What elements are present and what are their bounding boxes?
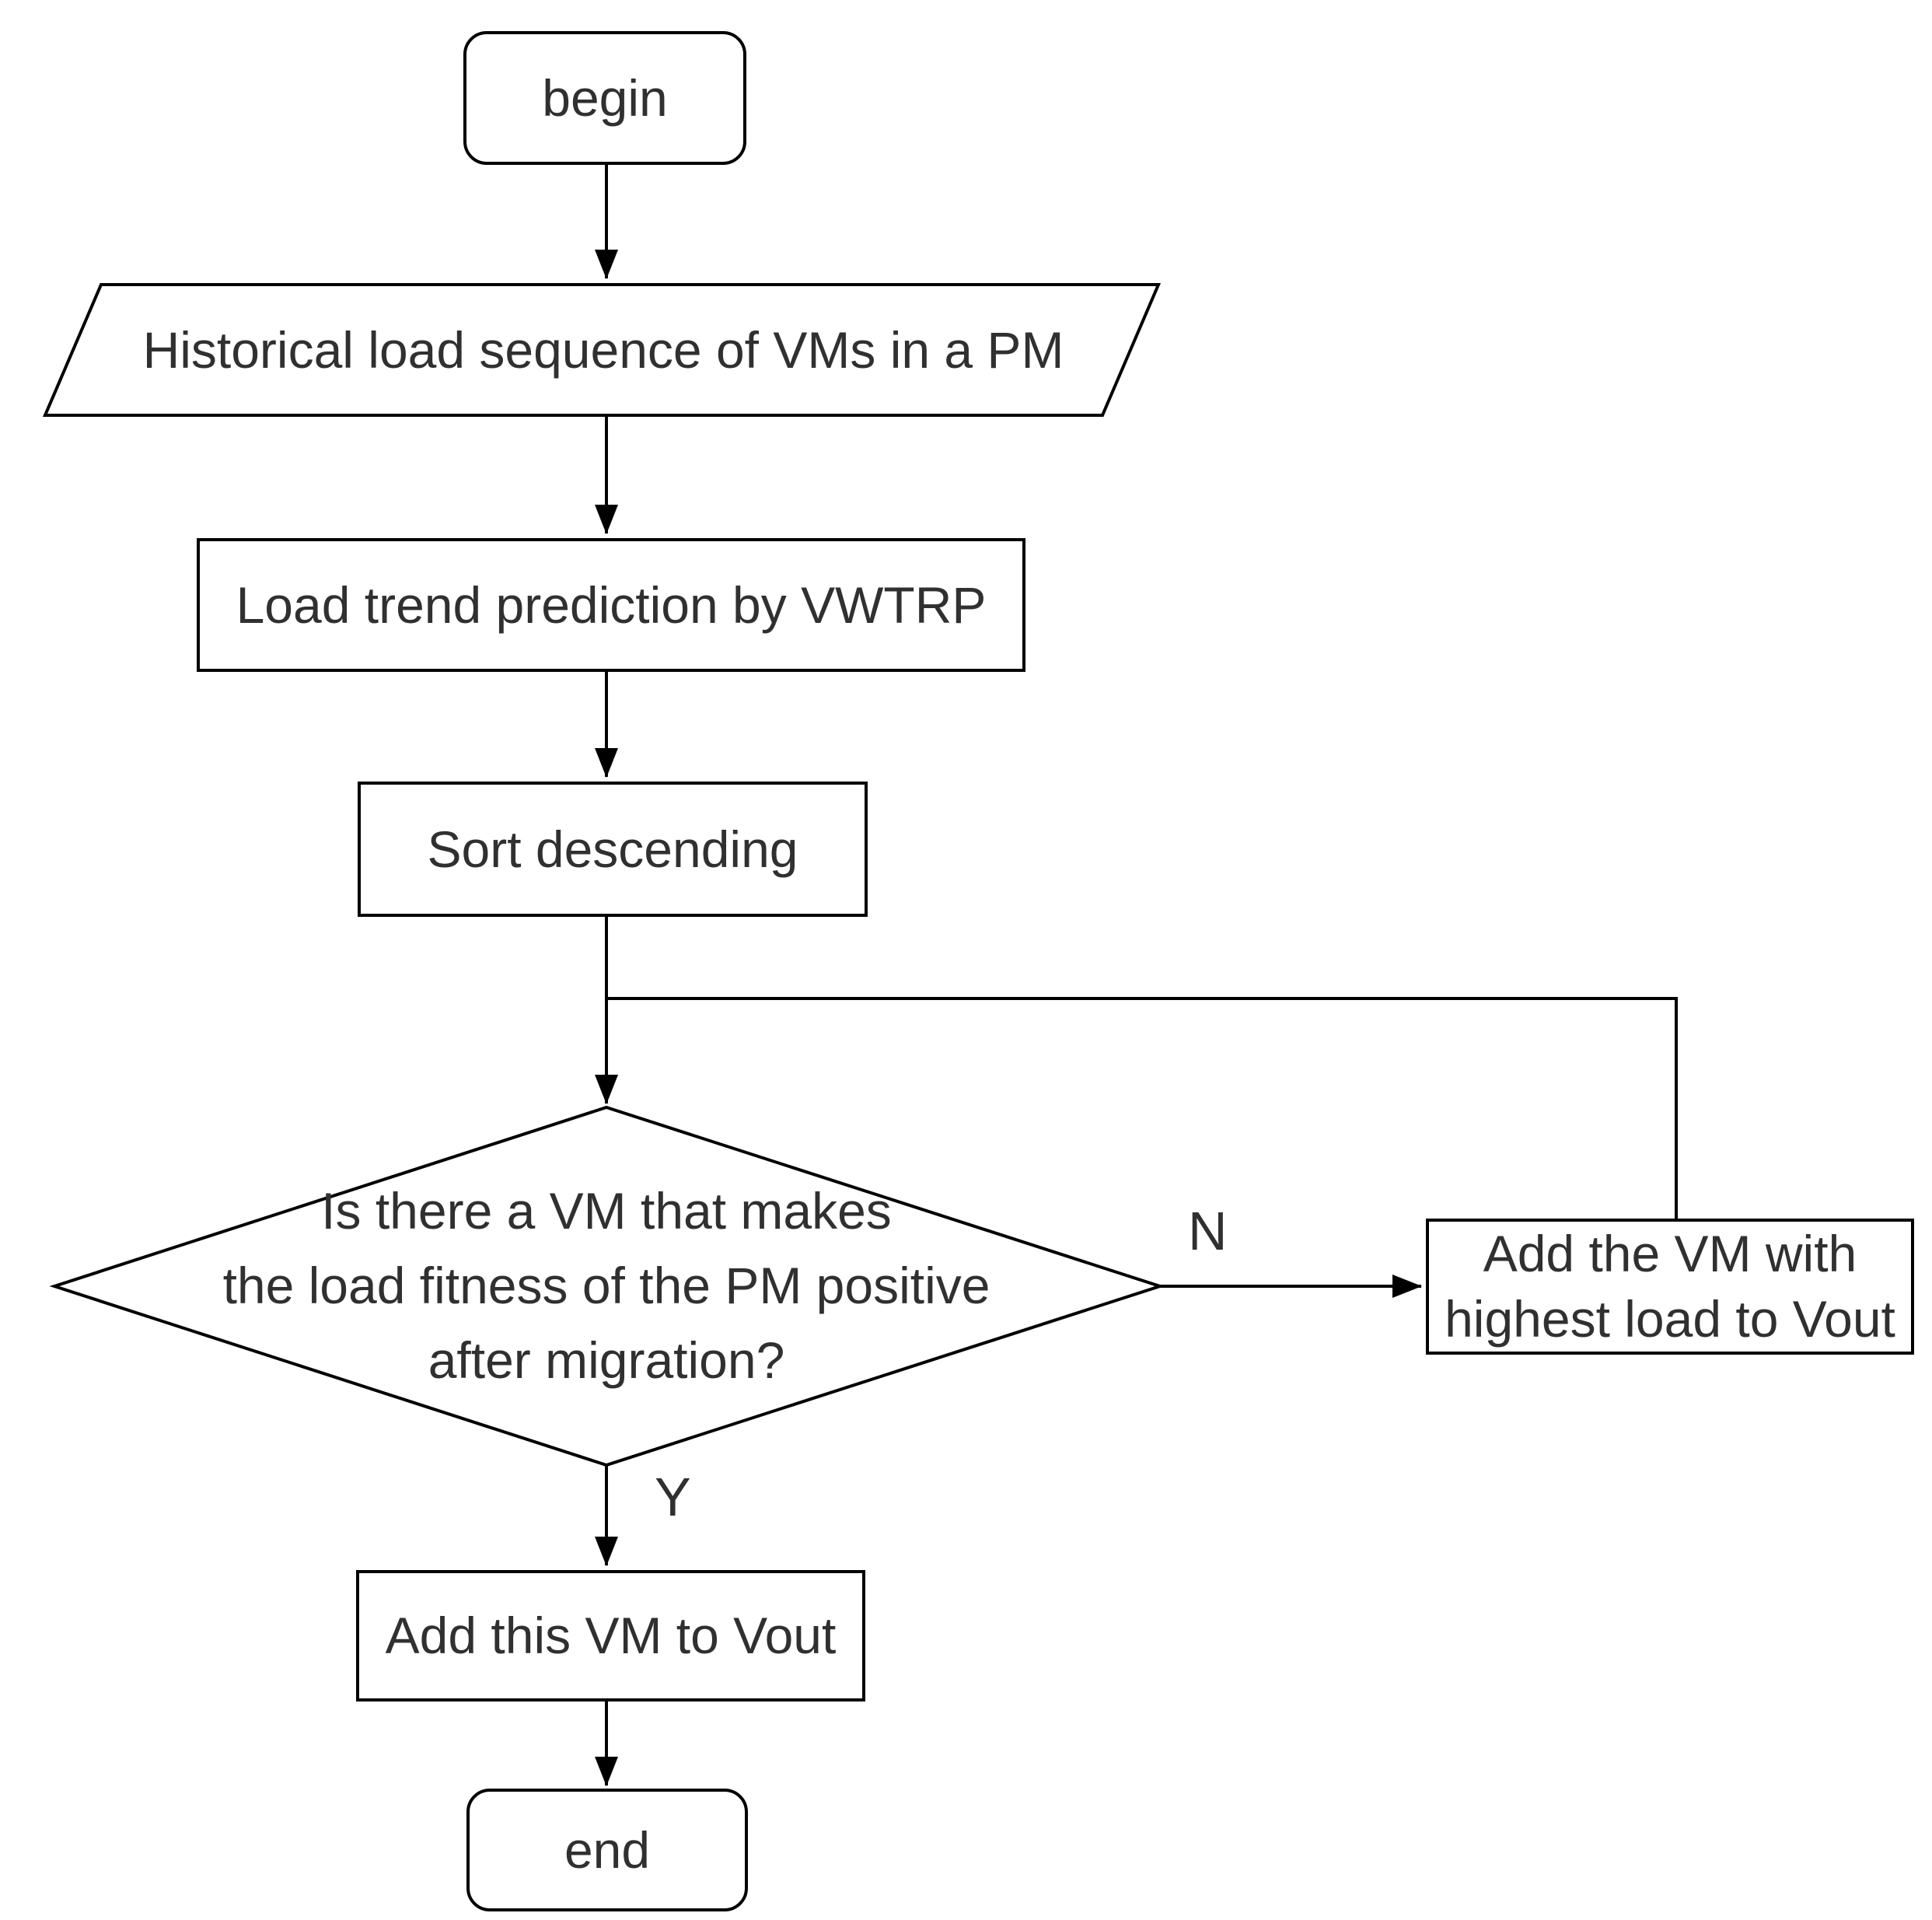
- node-sort-descending: Sort descending: [358, 782, 868, 917]
- node-predict-label: Load trend prediction by VWTRP: [236, 575, 987, 634]
- node-load-trend-prediction: Load trend prediction by VWTRP: [197, 538, 1025, 672]
- decision-diamond-shape: [49, 1105, 1165, 1467]
- node-begin: begin: [463, 31, 746, 165]
- decision-no-label: N: [1188, 1201, 1228, 1261]
- node-begin-label: begin: [542, 68, 668, 127]
- edge-loopback-from-add-highest: [606, 997, 1678, 1219]
- node-end-label: end: [564, 1820, 651, 1879]
- node-end: end: [466, 1789, 748, 1911]
- input-parallelogram-shape: [42, 283, 1162, 417]
- node-add-this-label: Add this VM to Vout: [385, 1607, 837, 1665]
- node-add-this-vm: Add this VM to Vout: [356, 1570, 865, 1701]
- node-add-highest-label: Add the VM with highest load to Vout: [1445, 1224, 1895, 1348]
- node-add-highest-load-vm: Add the VM with highest load to Vout: [1426, 1219, 1914, 1355]
- node-sort-label: Sort descending: [427, 820, 798, 878]
- decision-yes-label: Y: [655, 1467, 691, 1527]
